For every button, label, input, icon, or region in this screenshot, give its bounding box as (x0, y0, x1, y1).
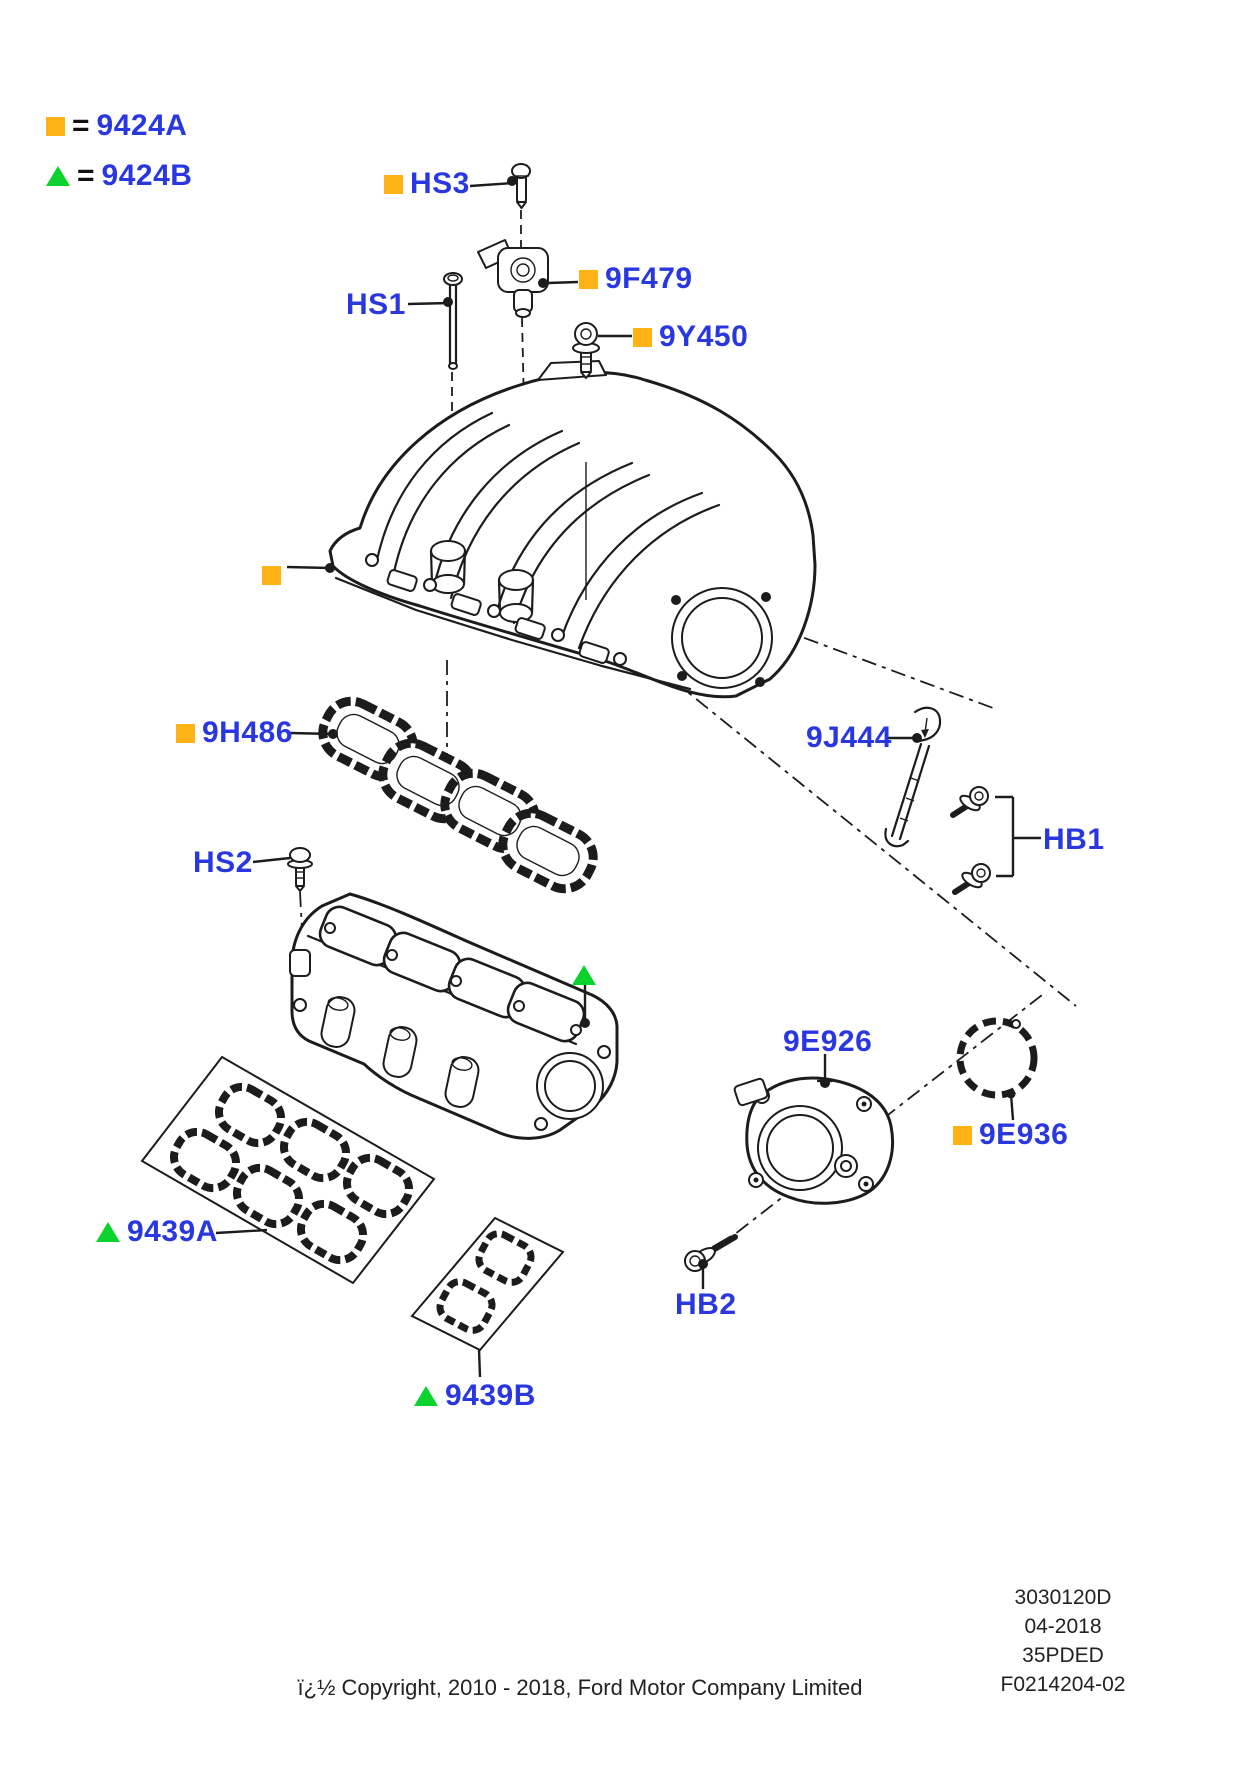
square-marker-icon (384, 174, 403, 194)
part-code: 9439B (445, 1379, 536, 1412)
callout-9439a[interactable]: 9439A (96, 1215, 218, 1248)
callout-9y450[interactable]: 9Y450 (633, 320, 749, 353)
gasket-set-9439a-drawing (140, 1055, 436, 1285)
upper-intake-manifold-drawing (328, 360, 817, 699)
part-code: HB1 (1043, 823, 1105, 856)
callout-hb2[interactable]: HB2 (675, 1288, 737, 1321)
triangle-marker-icon (46, 166, 70, 186)
callout-9j444[interactable]: 9J444 (806, 721, 892, 754)
doc-date: 04-2018 (1024, 1615, 1102, 1638)
bolt-hb2-drawing (684, 1234, 738, 1272)
equals-sign: = (72, 109, 90, 142)
triangle-marker-icon (572, 965, 596, 985)
part-code: 9E936 (979, 1118, 1069, 1151)
callout-9e936[interactable]: 9E936 (953, 1118, 1069, 1151)
square-marker-icon (46, 116, 65, 136)
doc-code: 35PDED (1022, 1644, 1104, 1667)
doc-number: 3030120D (1014, 1586, 1112, 1609)
part-code: HS2 (193, 846, 253, 879)
bracket-9j444-drawing (884, 706, 942, 848)
callout-9424b-marker-lower-manifold[interactable] (572, 959, 596, 991)
screw-9y450-drawing (572, 322, 600, 379)
callout-9424a-marker-upper-manifold[interactable] (262, 559, 281, 591)
document-info-block: 3030120D 04-2018 35PDED F0214204-02 (950, 1583, 1176, 1699)
throttle-body-drawing (733, 1076, 895, 1205)
callout-9439b[interactable]: 9439B (414, 1379, 536, 1412)
part-code-9424b[interactable]: 9424B (101, 159, 193, 192)
leader-lines (215, 176, 1041, 1378)
manifold-gasket-9h486-drawing (318, 696, 598, 894)
figure-number: F0214204-02 (1000, 1673, 1126, 1696)
part-code: 9J444 (806, 721, 892, 754)
sensor-9f479-drawing (477, 239, 549, 318)
part-code: 9439A (127, 1215, 218, 1248)
part-code: 9H486 (202, 716, 293, 749)
square-marker-icon (579, 269, 598, 289)
callout-9f479[interactable]: 9F479 (579, 262, 693, 295)
gasket-set-9439b-drawing (410, 1216, 565, 1352)
square-marker-icon (633, 327, 652, 347)
throttle-gasket-9e936-drawing (956, 1017, 1038, 1099)
part-code: 9Y450 (659, 320, 749, 353)
bolts-hb1-drawing (950, 786, 991, 895)
callout-hs1[interactable]: HS1 (346, 288, 406, 321)
part-code: 9F479 (605, 262, 693, 295)
part-code: 9E926 (783, 1025, 873, 1058)
part-code: HS1 (346, 288, 406, 321)
callout-9e926[interactable]: 9E926 (783, 1025, 873, 1058)
callout-hs3[interactable]: HS3 (384, 167, 470, 200)
part-code-9424a[interactable]: 9424A (96, 109, 188, 142)
legend-row-9424a: = 9424A (46, 109, 192, 142)
part-code: HB2 (675, 1288, 737, 1321)
bolt-hs2-drawing (287, 847, 313, 892)
callout-9h486[interactable]: 9H486 (176, 716, 293, 749)
equals-sign: = (77, 159, 95, 192)
part-code: HS3 (410, 167, 470, 200)
screw-hs3-drawing (511, 163, 531, 209)
square-marker-icon (262, 565, 281, 585)
triangle-marker-icon (414, 1386, 438, 1406)
legend: = 9424A = 9424B (46, 109, 193, 210)
callout-hs2[interactable]: HS2 (193, 846, 253, 879)
copyright-text: ï¿½ Copyright, 2010 - 2018, Ford Motor C… (297, 1675, 863, 1700)
square-marker-icon (176, 723, 195, 743)
triangle-marker-icon (96, 1222, 120, 1242)
callout-hb1[interactable]: HB1 (1043, 823, 1105, 856)
lower-intake-manifold-drawing (289, 892, 619, 1140)
stud-hs1-drawing (443, 272, 463, 370)
legend-row-9424b: = 9424B (46, 159, 193, 192)
square-marker-icon (953, 1125, 972, 1145)
